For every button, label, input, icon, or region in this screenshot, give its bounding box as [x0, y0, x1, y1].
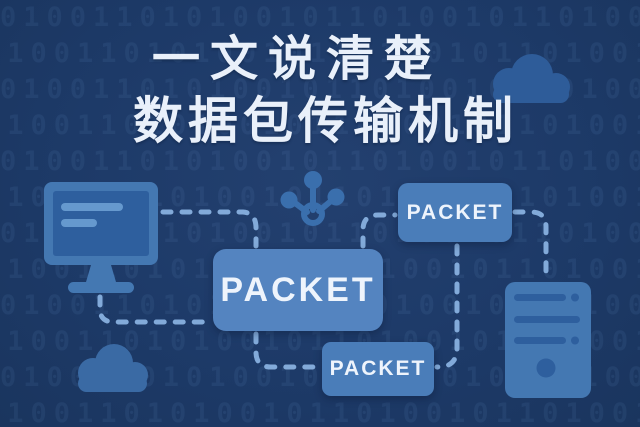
connector-monitor-to-center-packet [160, 209, 259, 249]
monitor-icon [44, 182, 158, 293]
server-slot [514, 337, 566, 344]
packet-label: PACKET [406, 200, 504, 224]
packet-box-bottom: PACKET [322, 342, 434, 396]
monitor-stand-neck [86, 265, 116, 282]
hub-ring [301, 202, 325, 226]
network-hub-icon [280, 171, 345, 226]
cloud-icon-bottom-left [78, 344, 148, 392]
packet-box-center: PACKET [213, 249, 383, 331]
connector-center-packet-to-bottom-packet [253, 331, 322, 370]
connector-top-packet-to-bottom-packet [434, 243, 460, 370]
binary-row: 0100110101001011010010110100101101001101… [0, 398, 640, 427]
binary-row: 0100110101001011010010110100101101001101… [0, 110, 640, 141]
page-title-line1: 一文说清楚 [152, 33, 443, 86]
server-led [571, 293, 579, 302]
monitor-screen-text-line [61, 219, 97, 227]
packet-label: PACKET [329, 357, 427, 380]
monitor-stand-base [68, 282, 134, 293]
server-power-button [536, 358, 556, 378]
connector-monitor-to-center-packet-lower [97, 294, 213, 325]
binary-row: 0100110101001011010010110100101101001101… [0, 146, 640, 177]
server-icon [505, 282, 591, 398]
monitor-screen-text-line [61, 203, 123, 211]
server-slot [514, 294, 566, 301]
page-title-line2: 数据包传输机制 [133, 93, 518, 149]
binary-row: 0100110101001011010010110100101101001101… [0, 2, 640, 33]
connector-center-packet-to-top-packet [360, 212, 398, 249]
connector-top-packet-to-server [512, 209, 549, 279]
cloud-icon-top-right [493, 54, 570, 103]
server-slot [514, 316, 580, 323]
packet-box-top-right: PACKET [398, 183, 512, 242]
server-led [571, 336, 579, 345]
packet-label: PACKET [220, 270, 376, 309]
